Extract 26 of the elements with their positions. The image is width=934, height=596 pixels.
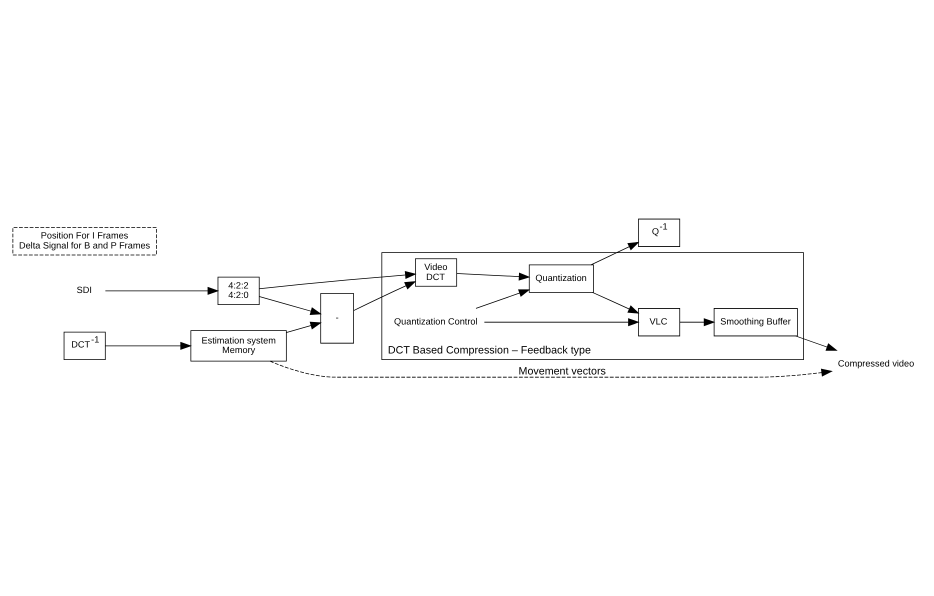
node-box: Estimation system Memory	[190, 330, 287, 362]
node-box: Video DCT	[415, 258, 458, 286]
arrow	[258, 296, 322, 314]
arrow	[456, 272, 530, 280]
node-text: SDI	[76, 284, 92, 295]
arrow	[795, 335, 838, 350]
node-box: Position For I Frames Delta Signal for B and P Frames	[12, 226, 157, 255]
edge-label: Movement vectors	[518, 364, 606, 377]
arrow	[270, 360, 833, 378]
node-text: Compressed video	[838, 358, 914, 368]
arrow	[476, 288, 530, 308]
arrow	[679, 318, 716, 326]
node-text: Quantization Control	[394, 316, 478, 326]
arrow	[286, 321, 322, 332]
node-box: Quantization	[528, 264, 594, 292]
arrow	[484, 318, 640, 326]
arrow	[590, 241, 640, 265]
node-box: Smoothing Buffer	[714, 308, 798, 336]
arrow	[104, 286, 220, 294]
node-box: VLC	[638, 308, 680, 336]
arrow	[353, 280, 416, 310]
node-box: -	[320, 292, 354, 344]
arrow	[259, 270, 417, 289]
arrow	[592, 292, 640, 314]
node-box: 4:2:2 4:2:0	[218, 276, 260, 304]
arrow	[104, 341, 192, 350]
